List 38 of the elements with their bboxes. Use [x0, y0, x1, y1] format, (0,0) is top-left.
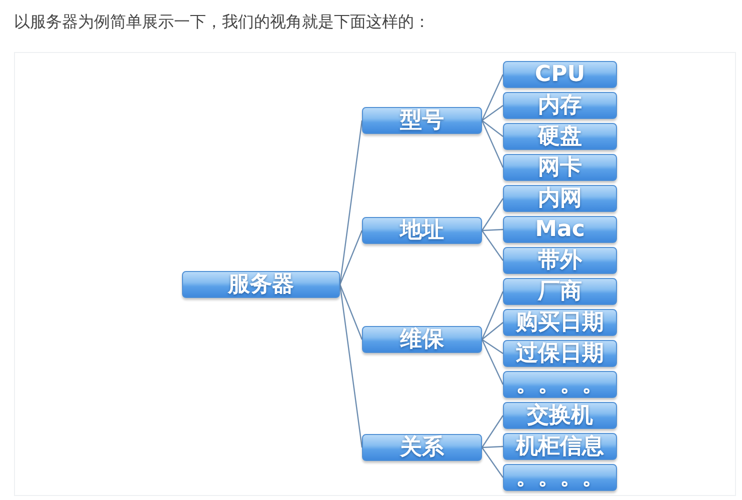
leaf-box: 过保日期	[503, 340, 617, 367]
leaf-box: 。。。。	[503, 464, 617, 491]
leaf-box: 内存	[503, 92, 617, 119]
leaf-box: 机柜信息	[503, 433, 617, 460]
connector-line	[339, 120, 363, 285]
connector-line	[482, 230, 504, 261]
connector-line	[482, 228, 504, 232]
branch-box: 地址	[362, 217, 482, 244]
connector-line	[481, 74, 504, 121]
leaf-box: 带外	[503, 247, 617, 274]
leaf-box: 内网	[503, 185, 617, 212]
connector-line	[481, 120, 504, 168]
root-box: 服务器	[182, 271, 340, 298]
connector-line	[339, 284, 363, 340]
connector-line	[482, 198, 504, 231]
leaf-box: 。。。。	[503, 371, 617, 398]
leaf-box: Mac	[503, 216, 617, 243]
connector-line	[481, 339, 504, 385]
connector-line	[482, 322, 504, 340]
connector-line	[481, 291, 504, 340]
branch-box: 关系	[362, 434, 482, 461]
leaf-box: 硬盘	[503, 123, 617, 150]
leaf-box: 交换机	[503, 402, 617, 429]
branch-box: 维保	[362, 326, 482, 353]
connector-line	[339, 230, 363, 285]
connector-line	[482, 105, 504, 121]
connector-line	[339, 284, 363, 448]
leaf-box: 购买日期	[503, 309, 617, 336]
connector-line	[482, 447, 504, 478]
leaf-box: 网卡	[503, 154, 617, 181]
connector-line	[482, 120, 504, 137]
branch-box: 型号	[362, 107, 482, 134]
connector-line	[482, 415, 504, 448]
leaf-box: CPU	[503, 61, 617, 88]
heading: 以服务器为例简单展示一下，我们的视角就是下面这样的：	[14, 11, 430, 33]
leaf-box: 厂商	[503, 278, 617, 305]
connector-line	[482, 446, 504, 448]
connector-line	[482, 339, 504, 354]
